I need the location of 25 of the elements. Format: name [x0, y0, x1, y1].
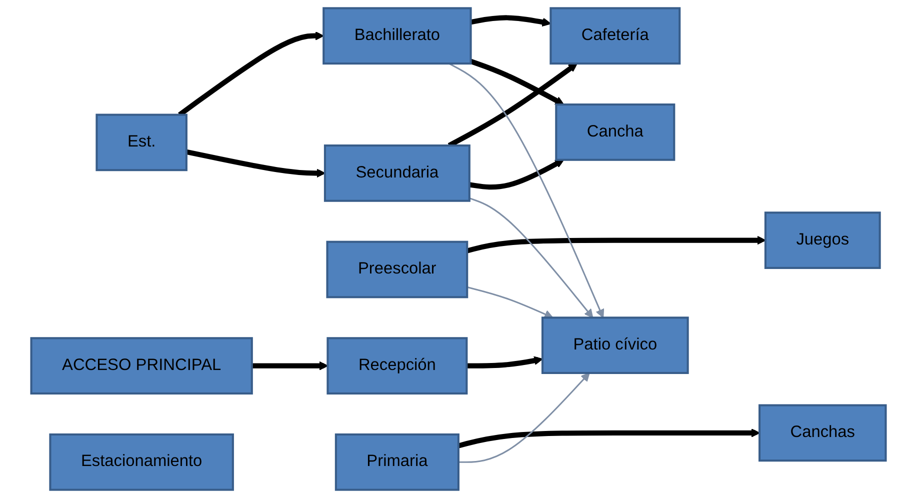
arrow — [469, 159, 564, 190]
arrow — [466, 286, 554, 318]
node-box: Primaria — [334, 433, 460, 491]
arrow — [466, 356, 543, 368]
arrow — [458, 428, 760, 448]
node-box: Canchas — [758, 404, 887, 462]
arrow — [469, 197, 594, 318]
node-box: Cafetería — [550, 7, 681, 65]
node-box: Estacionamiento — [49, 433, 234, 491]
arrow — [252, 361, 328, 370]
node-box: Cancha — [555, 104, 676, 161]
node-box: Recepción — [326, 337, 468, 394]
node-box: Juegos — [764, 212, 881, 269]
arrow — [466, 236, 766, 254]
arrow — [470, 58, 564, 105]
node-box: Bachillerato — [322, 7, 472, 65]
node-box: Est. — [96, 114, 188, 172]
arrow — [186, 149, 326, 178]
node-box: Preescolar — [326, 240, 468, 298]
arrow — [470, 15, 552, 27]
node-box: ACCESO PRINCIPAL — [30, 337, 253, 394]
node-box: Patio cívico — [541, 316, 689, 374]
arrow — [448, 62, 604, 318]
node-box: Secundaria — [324, 144, 470, 202]
arrow — [458, 372, 590, 463]
